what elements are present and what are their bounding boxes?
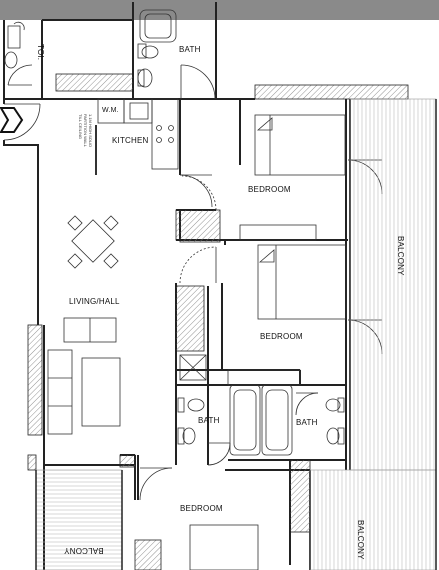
bath-right-fixtures: [295, 392, 345, 445]
entrance-arrow-icon: [0, 107, 24, 133]
room-label-living-hall: LIVING/HALL: [69, 297, 120, 306]
room-label-toilet: TOI.: [36, 44, 45, 61]
room-label-washing-machine: W.M.: [102, 107, 119, 114]
bath-left-fixtures: [177, 354, 231, 466]
room-label-bath-right: BATH: [296, 418, 318, 427]
washing-machine-box: [97, 98, 153, 124]
bath-top-fixtures: [137, 9, 216, 100]
living-furniture: [47, 317, 173, 501]
hatched-walls: [27, 73, 409, 570]
room-label-bath-top: BATH: [179, 45, 201, 54]
room-label-bedroom-2: BEDROOM: [260, 332, 303, 341]
room-label-bath-left: BATH: [198, 416, 220, 425]
room-label-kitchen: KITCHEN: [112, 136, 149, 145]
bathtubs: [229, 384, 293, 456]
kitchen-fixtures: [95, 98, 213, 208]
room-label-balcony-bottom-right: BALCONY: [356, 520, 365, 560]
room-label-balcony-right: BALCONY: [396, 236, 405, 276]
room-label-bedroom-3: BEDROOM: [180, 504, 223, 513]
balconies: [35, 98, 437, 570]
entrance-door: [3, 103, 41, 141]
toilet-fixtures: [4, 21, 33, 86]
bedroom-3-fixtures: [189, 524, 259, 570]
dining-table: [67, 215, 119, 269]
room-label-balcony-bottom-left: BALCONY: [64, 546, 104, 555]
header-bar: [0, 0, 439, 20]
room-label-bedroom-1: BEDROOM: [248, 185, 291, 194]
